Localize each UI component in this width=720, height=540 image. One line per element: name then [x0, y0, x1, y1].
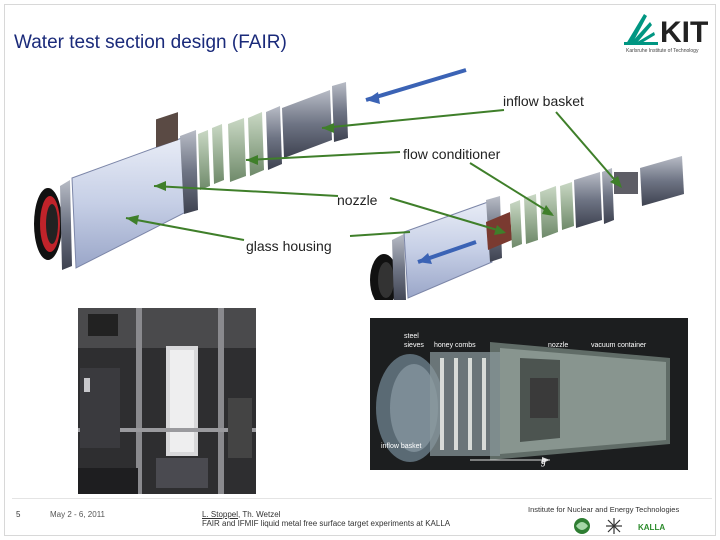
- footer-authors: L. Stoppel, Th. Wetzel: [202, 510, 280, 519]
- photo-label-nozzle: nozzle: [548, 342, 569, 349]
- kalla-logo-text: KALLA: [638, 523, 666, 532]
- photo-label-honey-combs: honey combs: [434, 342, 476, 349]
- slide-title: Water test section design (FAIR): [14, 32, 287, 53]
- left-assembly: [34, 82, 348, 270]
- logo-text: KIT: [660, 16, 708, 49]
- footer-paper-title: FAIR and IFMIF liquid metal free surface…: [202, 519, 451, 528]
- label-flow-conditioner: flow conditioner: [403, 146, 501, 162]
- label-inflow-basket: inflow basket: [503, 93, 584, 109]
- cad-drawing: [34, 68, 684, 300]
- photo-label-inflow-basket: inflow basket: [381, 443, 422, 450]
- photo-label-g: g: [541, 456, 546, 467]
- label-nozzle: nozzle: [337, 192, 378, 208]
- footer-divider: [12, 498, 712, 499]
- slide-frame: [4, 4, 716, 536]
- footer-institute: Institute for Nuclear and Energy Technol…: [528, 505, 680, 514]
- kit-logo: KIT Karlsruhe Institute of Technology: [624, 14, 708, 54]
- footer-author-rest: , Th. Wetzel: [238, 510, 281, 519]
- test-section-photo: [370, 318, 688, 470]
- logo-subtitle: Karlsruhe Institute of Technology: [626, 48, 699, 54]
- photo-label-sieves: sieves: [404, 342, 424, 349]
- photo-label-vacuum-container: vacuum container: [591, 342, 647, 349]
- footer-author-link[interactable]: L. Stoppel: [202, 510, 239, 519]
- photo-label-steel: steel: [404, 333, 419, 340]
- slide-number: 5: [16, 510, 21, 519]
- callout-arrows: [125, 68, 622, 264]
- right-assembly: [370, 156, 684, 300]
- star-icon: [606, 518, 622, 534]
- lab-setup-photo: [78, 308, 256, 494]
- institute-logos: [574, 518, 622, 534]
- footer-date: May 2 - 6, 2011: [50, 510, 105, 519]
- label-glass-housing: glass housing: [246, 238, 332, 254]
